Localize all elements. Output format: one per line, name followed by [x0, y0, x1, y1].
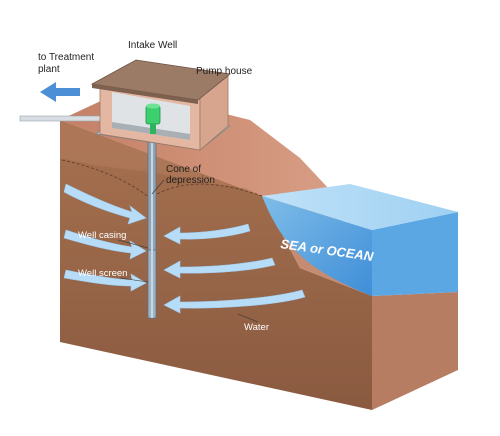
flow-arrow: [163, 257, 276, 279]
ground-right-face: [372, 292, 458, 410]
label-to-treatment-plant: plant: [38, 64, 60, 75]
flow-arrow: [63, 183, 147, 225]
unsaturated-zone: [60, 120, 262, 196]
label-depression: depression: [166, 175, 215, 186]
flow-arrow: [163, 223, 251, 245]
label-well-casing: Well casing: [78, 230, 126, 241]
ocean-front: [262, 196, 372, 296]
flow-arrow: [63, 229, 147, 260]
label-intake-well: Intake Well: [128, 40, 177, 51]
ocean-right: [372, 212, 458, 296]
label-pump-house: Pump house: [196, 66, 253, 77]
leader-well-casing: [117, 239, 149, 249]
label-water: Water: [244, 322, 269, 333]
label-well-screen: Well screen: [78, 268, 127, 279]
leader-water: [237, 313, 259, 323]
flow-arrow: [63, 269, 147, 292]
label-to-treatment: to Treatment: [38, 52, 94, 63]
pump-house-roof-edge: [92, 84, 198, 104]
right-flow-arrows: [163, 223, 306, 314]
leader-cone: [151, 179, 165, 195]
ground-front-face: [60, 120, 372, 410]
outflow-pipe: [19, 115, 103, 122]
pump-icon: [145, 103, 161, 134]
leader-well-screen: [119, 277, 149, 283]
left-flow-arrows: [63, 183, 147, 292]
label-cone-of: Cone of: [166, 164, 201, 175]
arrow-left-icon: [40, 82, 80, 102]
pump-house-roof: [90, 59, 231, 101]
ocean-top: [262, 184, 458, 230]
flow-arrow: [163, 289, 306, 314]
